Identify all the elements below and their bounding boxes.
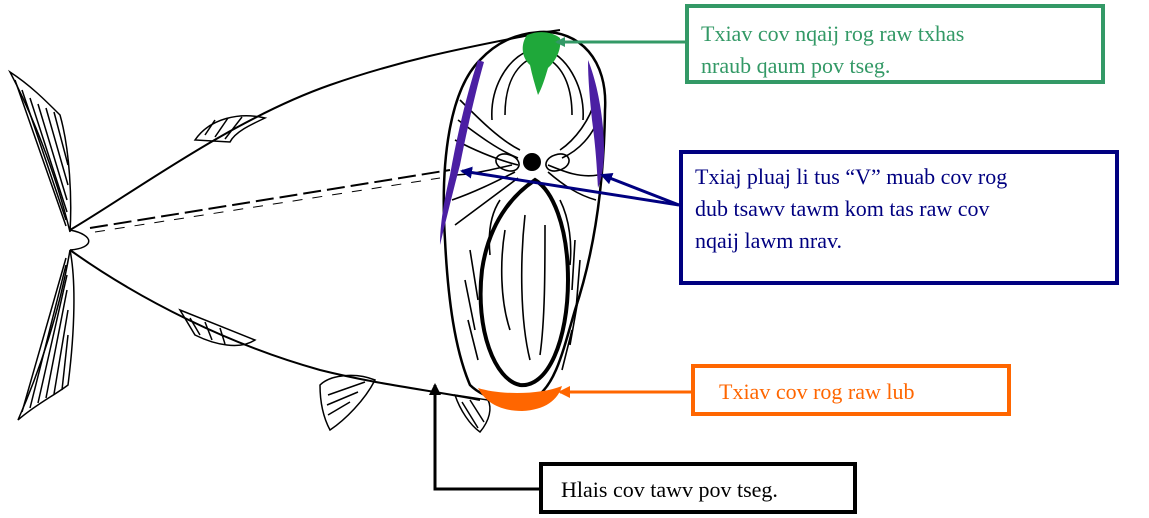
fins bbox=[180, 116, 490, 432]
backbone-dot bbox=[523, 153, 541, 171]
blue-label-line-3: nqaij lawm nrav. bbox=[695, 225, 1115, 257]
blue-label-line-2: dub tsawv tawm kom tas raw cov bbox=[695, 193, 1115, 225]
blue-label-line-1: Txiaj pluaj li tus “V” muab cov rog bbox=[695, 161, 1115, 193]
black-label-line-1: Hlais cov tawv pov tseg. bbox=[561, 474, 853, 506]
green-label-line-1: Txiav cov nqaij rog raw txhas bbox=[701, 18, 1101, 50]
orange-label-line-1: Txiav cov rog raw lub bbox=[719, 376, 1007, 408]
lateral-line bbox=[90, 170, 450, 232]
black-label-box: Hlais cov tawv pov tseg. bbox=[539, 462, 857, 514]
green-label-box: Txiav cov nqaij rog raw txhas nraub qaum… bbox=[685, 4, 1105, 84]
cross-section bbox=[444, 32, 605, 401]
green-label-line-2: nraub qaum pov tseg. bbox=[701, 50, 1101, 82]
tail-fin bbox=[10, 72, 74, 420]
blue-arrow-left bbox=[462, 171, 679, 205]
blue-arrow-right bbox=[602, 175, 679, 205]
orange-label-box: Txiav cov rog raw lub bbox=[691, 364, 1011, 416]
blue-label-box: Txiaj pluaj li tus “V” muab cov rog dub … bbox=[679, 150, 1119, 285]
